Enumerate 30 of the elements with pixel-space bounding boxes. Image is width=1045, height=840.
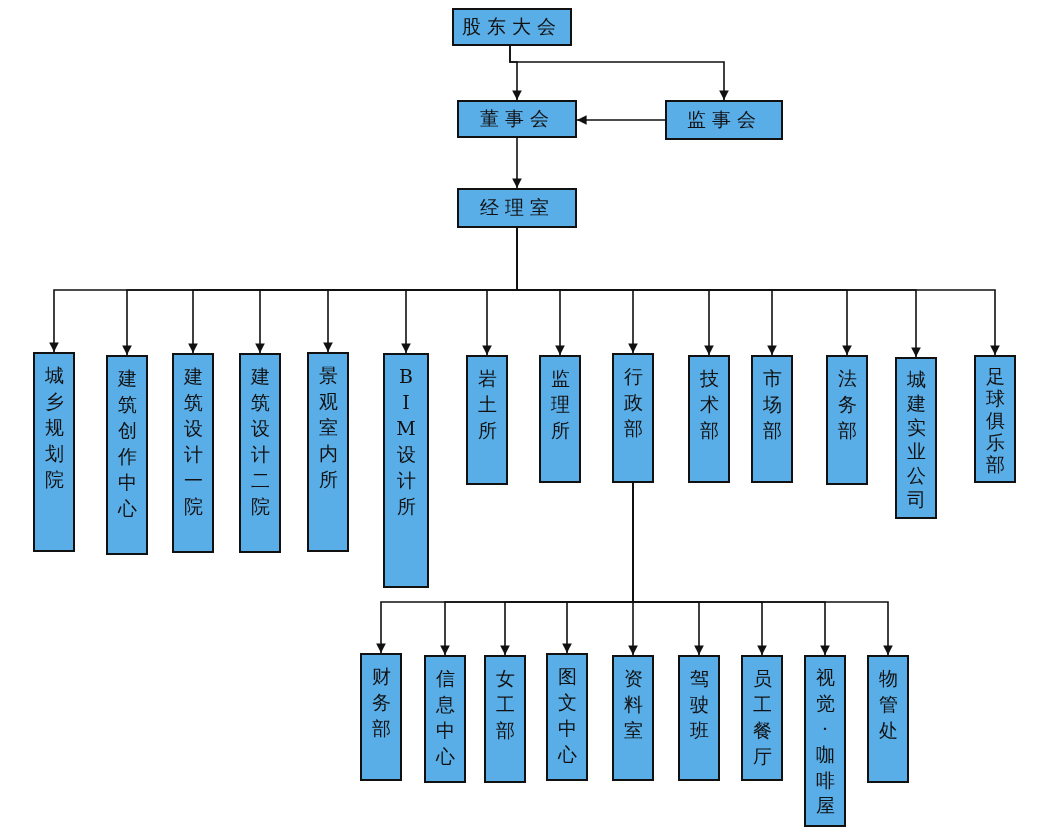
department-box: 信息中心 [424,655,466,783]
department-box: 驾驶班 [678,655,720,781]
department-box: 资料室 [612,655,654,781]
department-box: 建筑创作中心 [106,355,148,555]
department-box: BIM设计所 [383,353,429,588]
department-box: 视觉·咖啡屋 [804,655,846,827]
department-box: 市场部 [751,355,793,483]
department-box: 财务部 [360,653,402,781]
department-box: 员工餐厅 [741,655,783,781]
department-box: 监事会 [665,100,783,140]
department-box: 物管处 [867,655,909,783]
department-box: 景观室内所 [307,352,349,552]
department-box: 岩土所 [466,355,508,485]
department-box: 监理所 [539,355,581,483]
department-box: 行政部 [612,353,654,483]
department-box: 城建实业公司 [895,357,937,519]
arrow [509,45,729,101]
department-box: 股东大会 [452,8,572,46]
department-box: 建筑设计二院 [239,353,281,553]
department-box: 图文中心 [546,653,588,781]
department-box: 城乡规划院 [33,352,75,552]
arrow [576,115,666,125]
department-box: 经理室 [457,188,577,228]
department-box: 技术部 [688,355,730,483]
department-box: 女工部 [484,655,526,783]
department-box: 董事会 [457,100,577,138]
department-box: 足球俱乐部 [974,355,1016,483]
arrow [512,137,522,189]
department-box: 法务部 [826,355,868,485]
department-box: 建筑设计一院 [172,353,214,553]
